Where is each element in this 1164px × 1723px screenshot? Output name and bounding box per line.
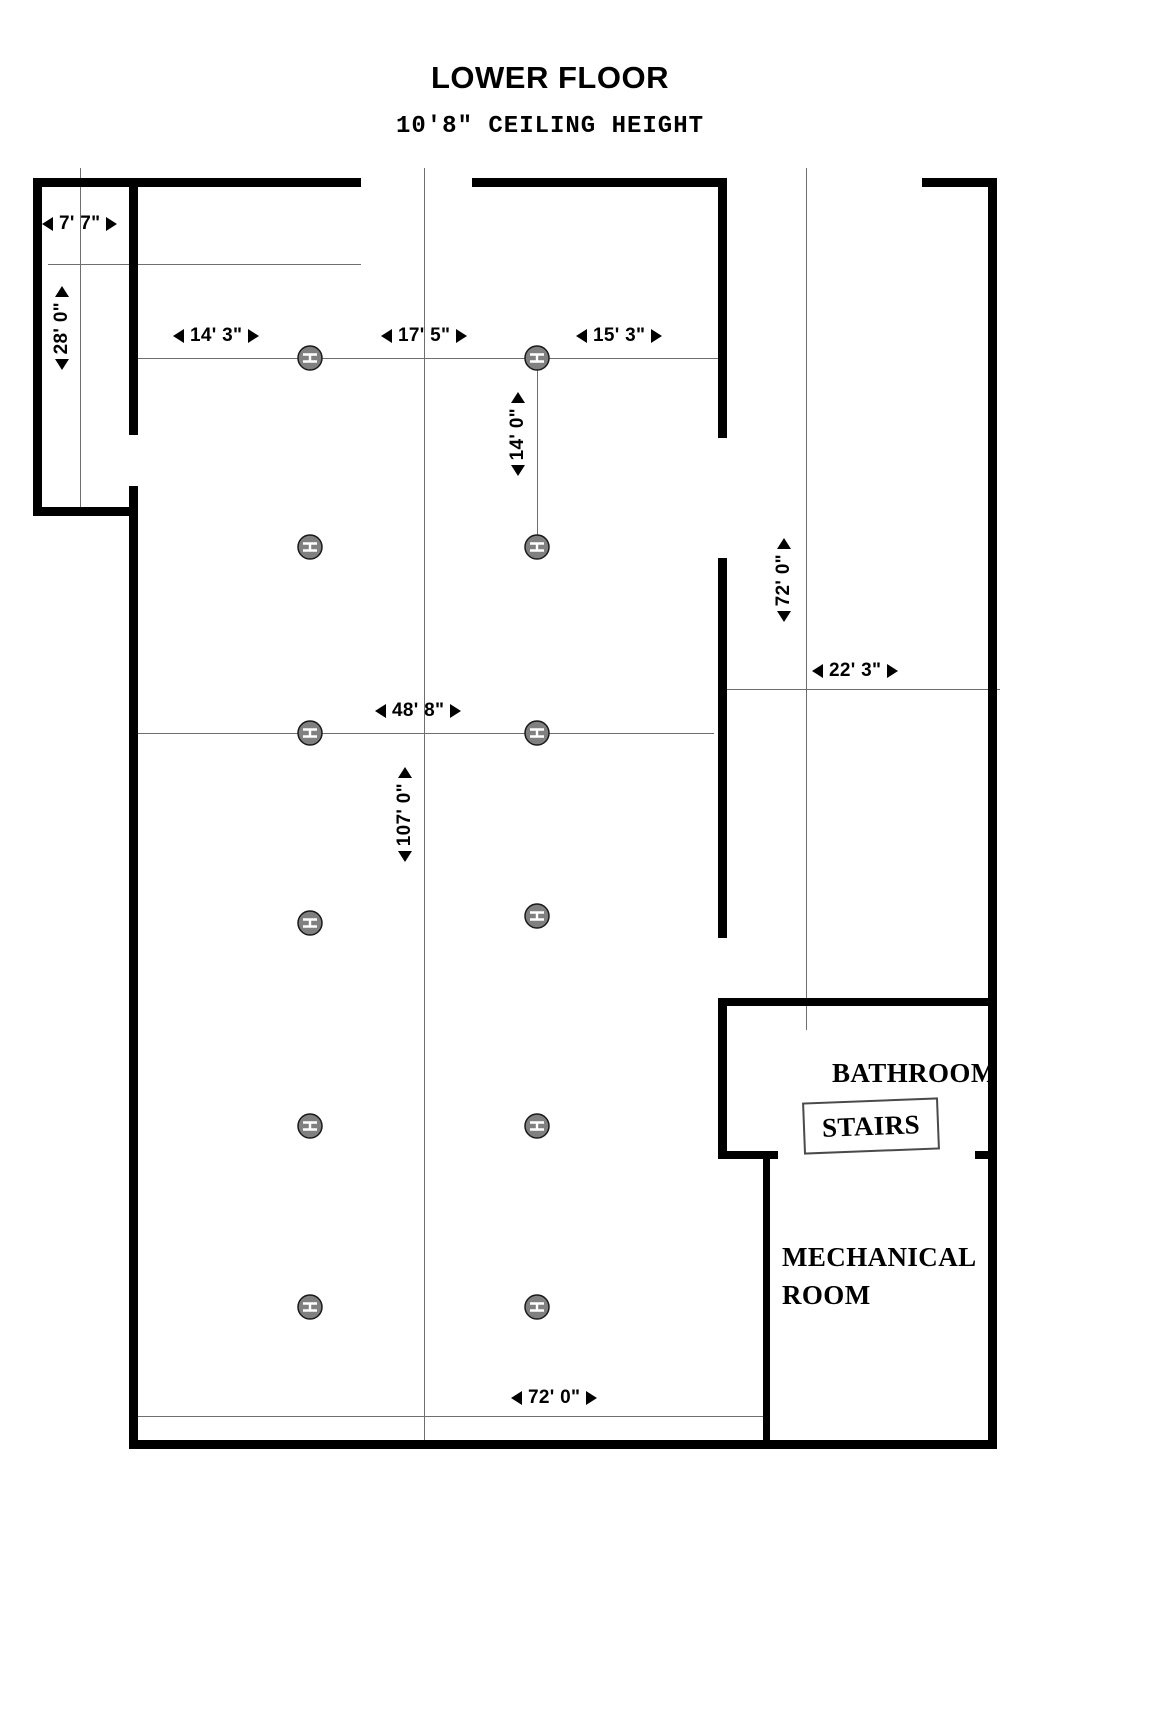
dimension-overall-width: 72' 0" [511, 1388, 598, 1407]
dimension-column-drop: 14' 0" [507, 392, 528, 477]
room-label-bathroom: BATHROOM [832, 1058, 997, 1088]
arrow-up-icon [397, 767, 412, 778]
arrow-right-icon [450, 703, 462, 718]
wall-far-left-vertical [33, 178, 42, 516]
dimension-right-room-width: 22' 3" [812, 661, 899, 680]
wall-right-exterior [988, 178, 997, 1448]
room-label-stairs-box: STAIRS [802, 1097, 940, 1155]
wall-mechanical-stub [718, 1151, 778, 1159]
arrow-down-icon [776, 611, 791, 623]
wall-top-segment-b [472, 178, 726, 187]
arrow-right-icon [456, 328, 468, 343]
column-marker[interactable] [524, 720, 550, 746]
arrow-right-icon [106, 216, 118, 231]
column-marker[interactable] [297, 534, 323, 560]
dimension-left-bay-height: 28' 0" [51, 286, 72, 371]
dimension-left-bay-width: 7' 7" [42, 214, 118, 233]
dimension-mid-span-width: 48' 8" [375, 701, 462, 720]
arrow-down-icon [397, 851, 412, 863]
wall-interior-right-upper [718, 178, 727, 438]
dim-line-mid-grid [136, 733, 714, 734]
column-marker[interactable] [297, 345, 323, 371]
column-marker[interactable] [524, 903, 550, 929]
wall-interior-right-middle [718, 558, 727, 938]
mechanical-line-1: MECHANICAL [782, 1242, 977, 1272]
ceiling-height-note: 10'8" CEILING HEIGHT [395, 113, 705, 140]
dim-line-right-room-division [722, 689, 1000, 690]
room-label-mechanical-room: MECHANICAL ROOM [782, 1238, 1012, 1315]
arrow-left-icon [173, 328, 184, 343]
arrow-left-icon [42, 216, 53, 231]
wall-top-segment-c [922, 178, 997, 187]
arrow-down-icon [54, 359, 69, 371]
dim-line-right-vertical [806, 168, 807, 1030]
arrow-up-icon [510, 392, 525, 403]
dimension-bay-3-width: 15' 3" [576, 326, 663, 345]
wall-bathroom-top-right [862, 998, 997, 1006]
wall-mechanical-right-stub [975, 1151, 997, 1159]
column-marker[interactable] [297, 1294, 323, 1320]
page-title: LOWER FLOOR [431, 60, 669, 95]
arrow-left-icon [375, 703, 386, 718]
dim-line-upper-grid [136, 358, 722, 359]
column-marker[interactable] [524, 534, 550, 560]
dim-line-bottom-overall [136, 1416, 766, 1417]
arrow-left-icon [812, 663, 823, 678]
arrow-left-icon [576, 328, 587, 343]
wall-top-left-short [33, 178, 133, 187]
wall-interior-right-lower [718, 998, 727, 1158]
dimension-overall-depth: 107' 0" [394, 767, 415, 863]
dimension-bay-2-width: 17' 5" [381, 326, 468, 345]
dim-line-14ft-drop [537, 358, 538, 548]
arrow-right-icon [248, 328, 260, 343]
dim-line-left-vertical [80, 168, 81, 508]
column-marker[interactable] [524, 1113, 550, 1139]
room-label-stairs: STAIRS [821, 1108, 921, 1143]
arrow-left-icon [381, 328, 392, 343]
arrow-left-icon [511, 1390, 522, 1405]
dim-line-left-bay-bottom [48, 264, 361, 265]
arrow-right-icon [887, 663, 899, 678]
arrow-up-icon [54, 286, 69, 297]
wall-main-left-lower [129, 486, 138, 1448]
wall-left-bay-bottom [33, 507, 138, 516]
dimension-right-wing-height: 72' 0" [773, 538, 794, 623]
wall-mechanical-left [763, 1151, 770, 1448]
column-marker[interactable] [524, 1294, 550, 1320]
column-marker[interactable] [297, 720, 323, 746]
wall-main-left-upper [129, 178, 138, 435]
dimension-bay-1-width: 14' 3" [173, 326, 260, 345]
wall-bathroom-top-left [718, 998, 883, 1006]
wall-top-segment-a [129, 178, 361, 187]
column-marker[interactable] [297, 1113, 323, 1139]
column-marker[interactable] [297, 910, 323, 936]
dim-line-center-vertical [424, 168, 425, 1448]
arrow-right-icon [651, 328, 663, 343]
wall-bottom-exterior [129, 1440, 997, 1449]
mechanical-line-2: ROOM [782, 1280, 871, 1311]
arrow-down-icon [510, 465, 525, 477]
arrow-up-icon [776, 538, 791, 549]
arrow-right-icon [586, 1390, 598, 1405]
column-marker[interactable] [524, 345, 550, 371]
